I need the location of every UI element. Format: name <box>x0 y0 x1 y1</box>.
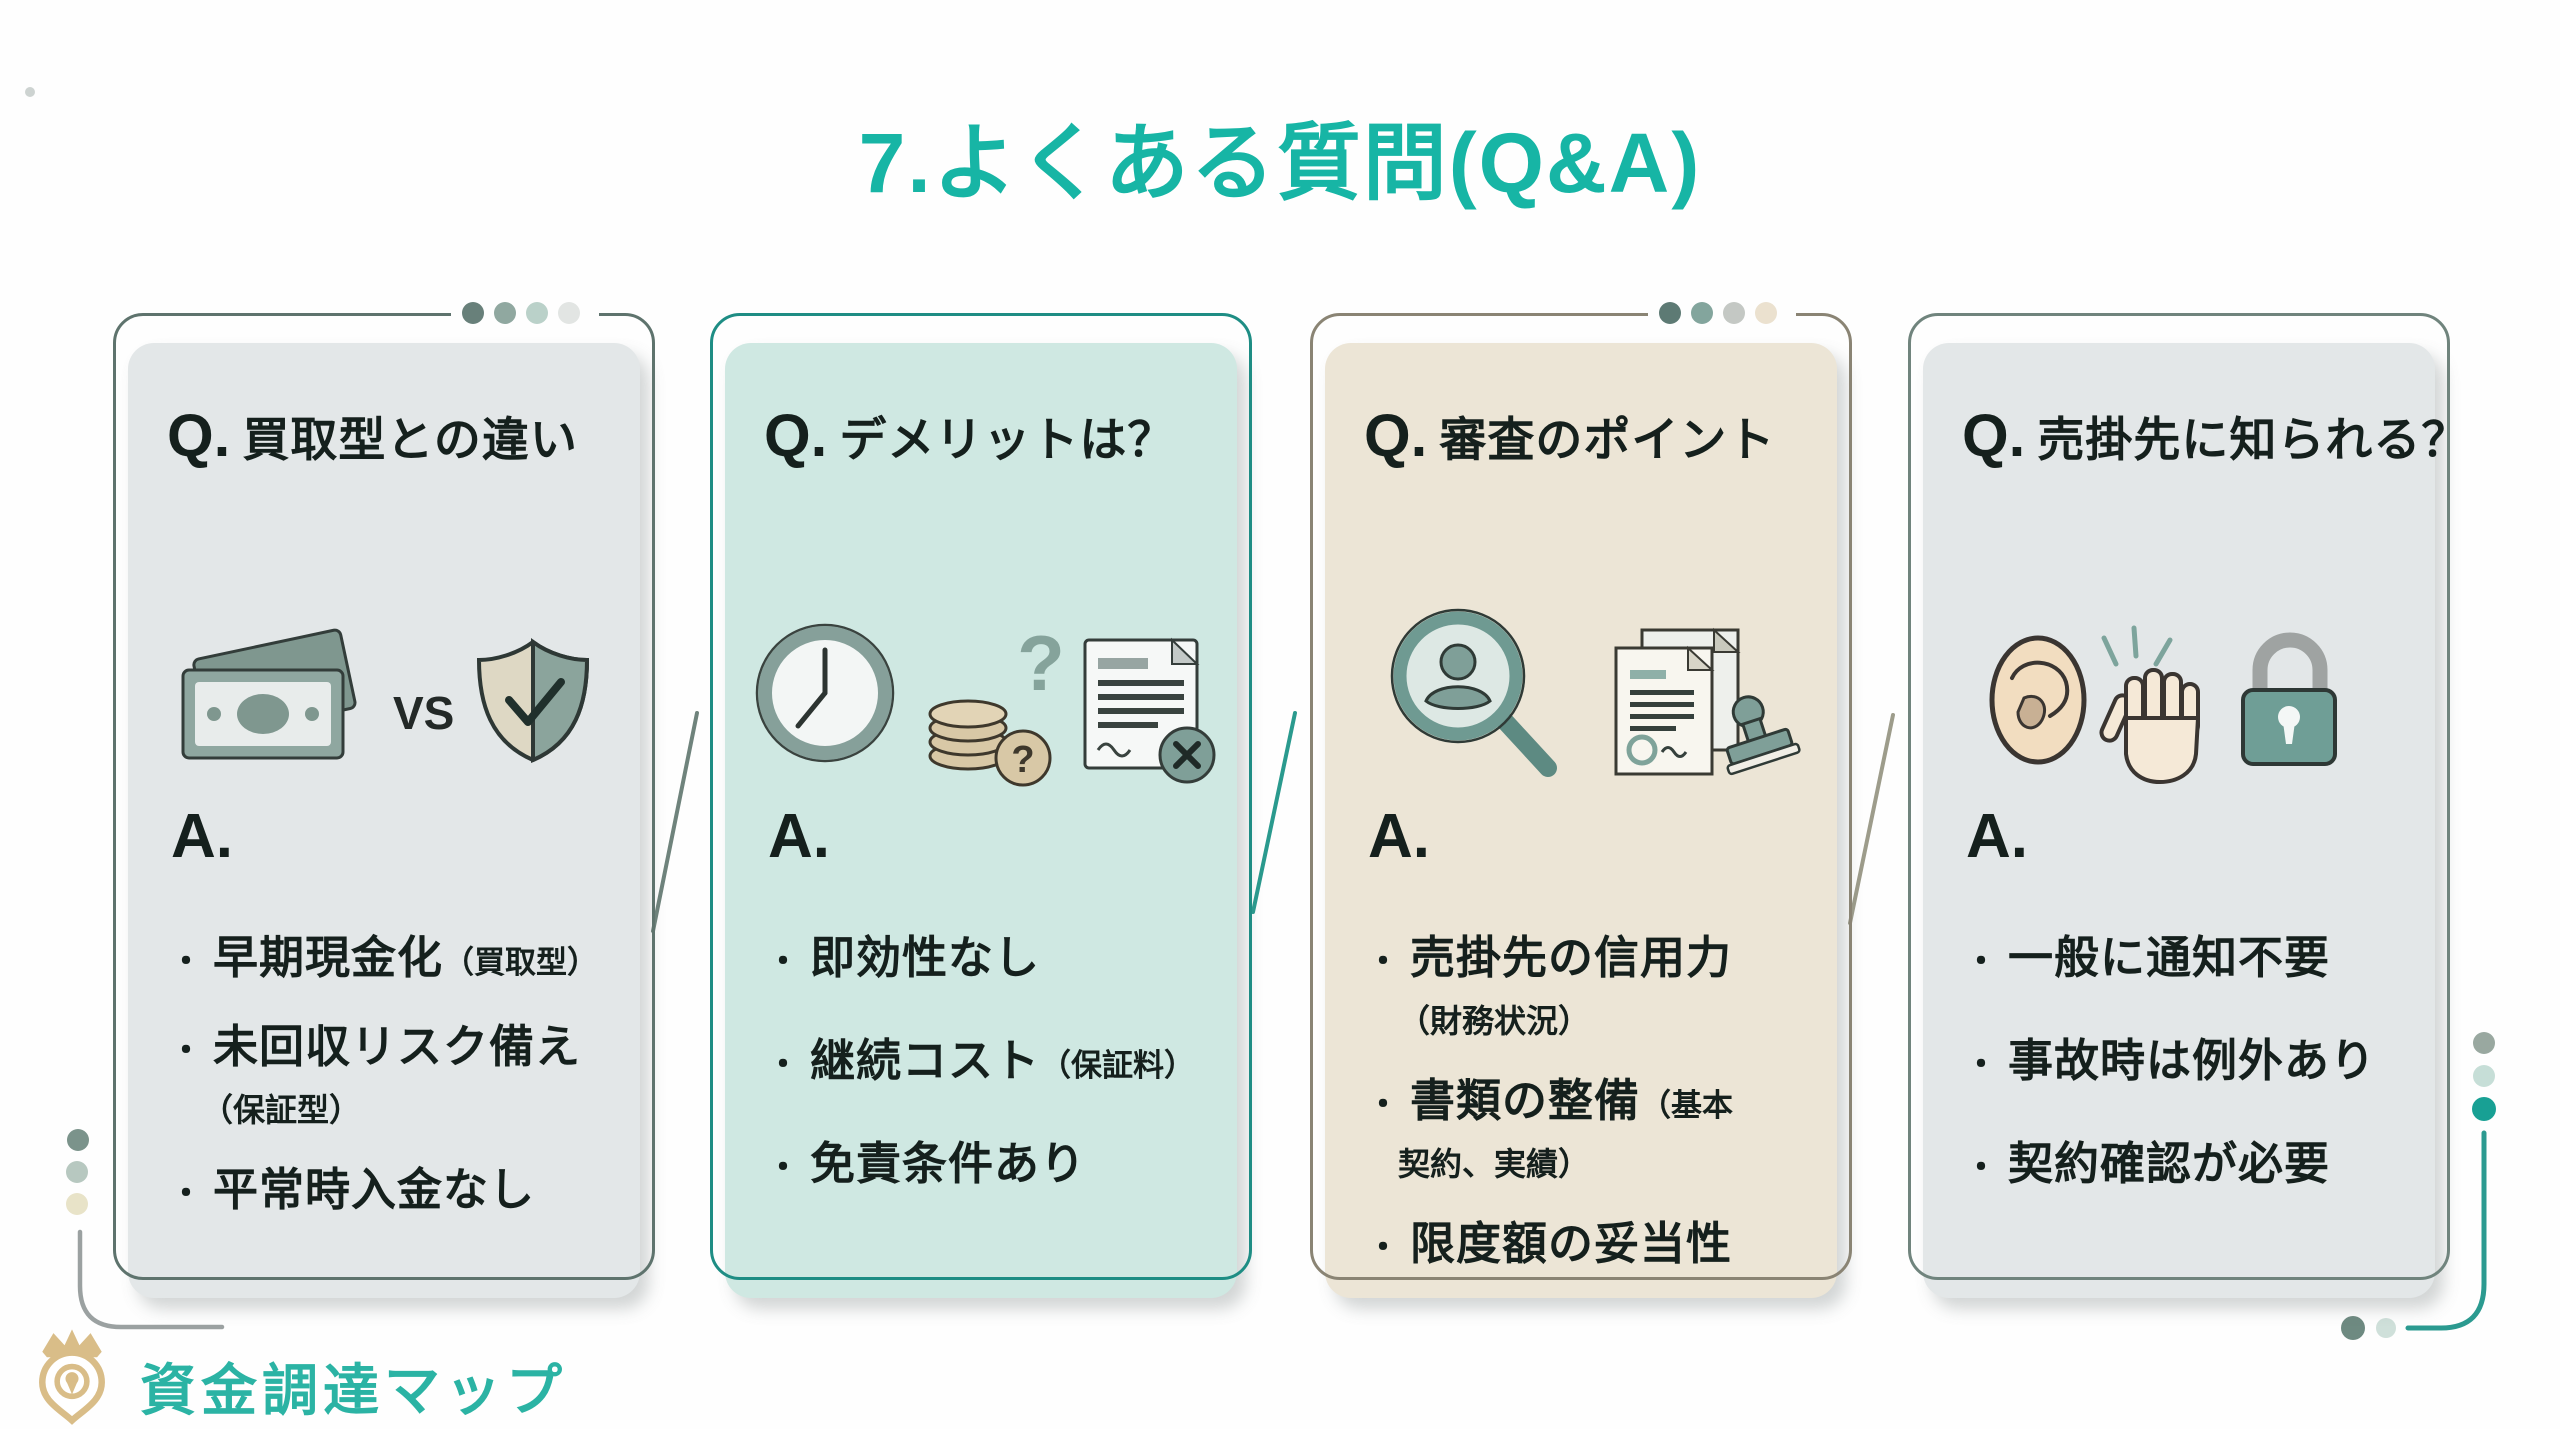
a-label: A. <box>768 802 830 871</box>
q-label: Q. <box>1364 402 1428 469</box>
card-background <box>128 343 640 1298</box>
coins-question-icon: ? ? <box>928 619 1065 787</box>
left-side-dots <box>66 1129 89 1215</box>
card-background <box>1923 343 2435 1298</box>
question-row: Q. 審査のポイント <box>1364 401 1775 470</box>
q-text: 審査のポイント <box>1439 413 1776 466</box>
answer-item: ・ 未回収リスク備え <box>169 1021 582 1072</box>
qa-card-difference: Q. 買取型との違い VS <box>113 302 655 1298</box>
answer-list: ・ 売掛先の信用力 （財務状況） ・ 書類の整備 （基本 契約、実績） ・ 限度… <box>1366 921 1838 1296</box>
card-illustration <box>1989 625 2337 784</box>
map-pin-crown-icon <box>39 1328 105 1425</box>
card-border <box>1908 313 2450 1280</box>
money-bills-icon <box>181 628 357 760</box>
top-dot <box>1755 302 1777 324</box>
answer-list: ・ 早期現金化 （買取型） ・ 未回収リスク備え （保証型） ・ 平常時入金なし <box>169 921 641 1242</box>
connector-line-3 <box>1848 713 1895 925</box>
top-dot <box>526 302 548 324</box>
top-dot <box>558 302 580 324</box>
answer-item-note: （財務状況） <box>1398 1003 1591 1039</box>
q-label: Q. <box>764 402 828 469</box>
answer-item: ・ 早期現金化 （買取型） <box>169 932 599 983</box>
qa-card-notification: Q. 売掛先に知られる？ <box>1908 313 2468 1298</box>
documents-stamp-icon <box>1614 627 1801 776</box>
q-text: 売掛先に知られる？ <box>2037 413 2470 466</box>
connector-line-2 <box>1251 711 1297 914</box>
q-text: デメリットは？ <box>839 413 1176 466</box>
qa-card-demerit: Q. デメリットは？ ? ? <box>710 313 1252 1298</box>
qa-card-screening: Q. 審査のポイント <box>1310 302 1852 1298</box>
faint-corner-dot <box>25 87 35 97</box>
top-dot <box>1723 302 1745 324</box>
answer-item: ・ 免責条件あり <box>766 1138 1087 1189</box>
answer-item: ・ 一般に通知不要 <box>1964 932 2331 983</box>
answer-list: ・ 一般に通知不要 ・ 事故時は例外あり ・ 契約確認が必要 <box>1964 921 2436 1230</box>
q-text: 買取型との違い <box>242 413 578 466</box>
answer-item: ・ 限度額の妥当性 <box>1366 1218 1733 1269</box>
page-title: 7.よくある質問(Q&A) <box>858 116 1702 210</box>
ear-icon <box>1989 635 2087 765</box>
a-label: A. <box>1368 802 1430 871</box>
card-background <box>725 343 1237 1298</box>
top-dot <box>462 302 484 324</box>
question-row: Q. デメリットは？ <box>764 401 1175 470</box>
clock-icon <box>755 623 895 763</box>
brand-logo: 資金調達マップ <box>16 1320 567 1427</box>
right-side-dots <box>2472 1032 2496 1121</box>
shield-check-icon <box>476 638 590 764</box>
card-border <box>710 313 1252 1280</box>
top-dot <box>494 302 516 324</box>
q-label: Q. <box>1962 402 2026 469</box>
top-dot <box>1659 302 1681 324</box>
card-border <box>1310 313 1852 1280</box>
question-row: Q. 買取型との違い <box>167 401 578 470</box>
raised-hand-icon <box>2099 668 2200 784</box>
card-background <box>1325 343 1837 1298</box>
q-label: Q. <box>167 402 231 469</box>
answer-item-note: （保証型） <box>201 1092 362 1128</box>
big-question-mark: ? <box>1017 619 1065 707</box>
coin-question-mark: ? <box>1011 739 1034 781</box>
right-corner-line <box>2405 1130 2487 1331</box>
top-dot <box>1691 302 1713 324</box>
answer-item: ・ 売掛先の信用力 <box>1366 932 1733 983</box>
vs-label: VS <box>393 687 454 739</box>
answer-item: ・ 継続コスト （保証料） <box>766 1035 1196 1086</box>
answer-item: ・ 即効性なし <box>766 932 1041 983</box>
card-border <box>113 313 655 1280</box>
a-label: A. <box>171 802 233 871</box>
card-illustration: ? ? <box>755 619 1216 787</box>
a-label: A. <box>1966 802 2028 871</box>
card-illustration <box>1390 608 1801 777</box>
answer-item: ・ 事故時は例外あり <box>1964 1035 2377 1086</box>
question-row: Q. 売掛先に知られる？ <box>1962 401 2469 470</box>
answer-item: ・ 書類の整備 （基本 <box>1366 1075 1734 1126</box>
answer-item: ・ 契約確認が必要 <box>1964 1138 2331 1189</box>
document-x-icon <box>1083 637 1216 784</box>
emphasis-lines <box>2101 625 2173 667</box>
connector-line-1 <box>651 711 699 933</box>
brand-logo-text: 資金調達マップ <box>140 1359 567 1422</box>
answer-list: ・ 即効性なし ・ 継続コスト （保証料） ・ 免責条件あり <box>766 921 1238 1230</box>
card-illustration: VS <box>181 628 590 764</box>
lock-icon <box>2241 632 2337 766</box>
magnifier-person-icon <box>1390 608 1557 777</box>
answer-item-note: 契約、実績） <box>1398 1146 1591 1182</box>
right-bottom-dots <box>2341 1316 2396 1340</box>
answer-item: ・ 平常時入金なし <box>169 1164 536 1215</box>
left-corner-line <box>77 1229 225 1330</box>
